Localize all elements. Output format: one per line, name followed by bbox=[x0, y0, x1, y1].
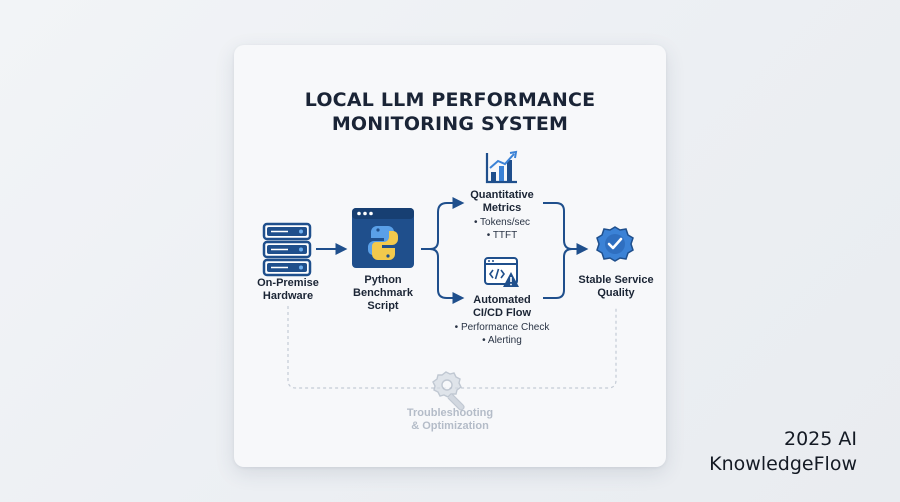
check-badge-icon bbox=[596, 226, 634, 262]
label-troubleshoot-line2: & Optimization bbox=[411, 420, 489, 432]
watermark-line2: KnowledgeFlow bbox=[709, 453, 857, 475]
diagram-title: LOCAL LLM PERFORMANCE MONITORING SYSTEM bbox=[234, 88, 666, 136]
label-script-line2: Benchmark bbox=[353, 287, 413, 299]
cicd-bullets: • Performance Check • Alerting bbox=[442, 321, 562, 347]
label-quality-line1: Stable Service bbox=[578, 274, 654, 286]
metrics-bullets: • Tokens/sec • TTFT bbox=[451, 216, 553, 242]
label-hardware: On-Premise Hardware bbox=[248, 277, 328, 303]
label-quality: Stable Service Quality bbox=[571, 274, 661, 300]
title-line-2: MONITORING SYSTEM bbox=[331, 113, 569, 135]
label-cicd-line1: Automated bbox=[473, 294, 531, 306]
label-cicd: Automated CI/CD Flow bbox=[461, 294, 543, 320]
watermark-line1: 2025 AI bbox=[784, 428, 857, 450]
title-line-1: LOCAL LLM PERFORMANCE bbox=[304, 89, 596, 111]
label-metrics-line1: Quantitative bbox=[470, 189, 534, 201]
label-troubleshoot-line1: Troubleshooting bbox=[406, 407, 494, 419]
label-hardware-line1: On-Premise bbox=[257, 277, 319, 289]
bar-chart-trend-icon bbox=[485, 150, 518, 184]
watermark: 2025 AI KnowledgeFlow bbox=[709, 427, 857, 477]
label-troubleshoot: Troubleshooting & Optimization bbox=[395, 407, 505, 433]
branch-connector-lower bbox=[429, 248, 465, 304]
label-script-line1: Python bbox=[364, 274, 402, 286]
label-script: Python Benchmark Script bbox=[343, 274, 423, 313]
gear-wrench-icon bbox=[432, 371, 465, 411]
label-cicd-line2: CI/CD Flow bbox=[472, 307, 532, 319]
cicd-bullet-1: • Performance Check bbox=[454, 322, 550, 333]
python-icon bbox=[352, 208, 414, 268]
label-script-line3: Script bbox=[367, 300, 399, 312]
cicd-bullet-2: • Alerting bbox=[482, 335, 522, 346]
code-alert-icon bbox=[484, 257, 519, 287]
server-icon bbox=[262, 222, 312, 277]
label-metrics: Quantitative Metrics bbox=[461, 189, 543, 215]
label-hardware-line2: Hardware bbox=[262, 290, 314, 302]
label-metrics-line2: Metrics bbox=[482, 202, 522, 214]
metrics-bullet-1: • Tokens/sec bbox=[473, 217, 531, 228]
label-quality-line2: Quality bbox=[597, 287, 635, 299]
merge-connector-lower bbox=[543, 248, 573, 299]
metrics-bullet-2: • TTFT bbox=[486, 230, 518, 241]
